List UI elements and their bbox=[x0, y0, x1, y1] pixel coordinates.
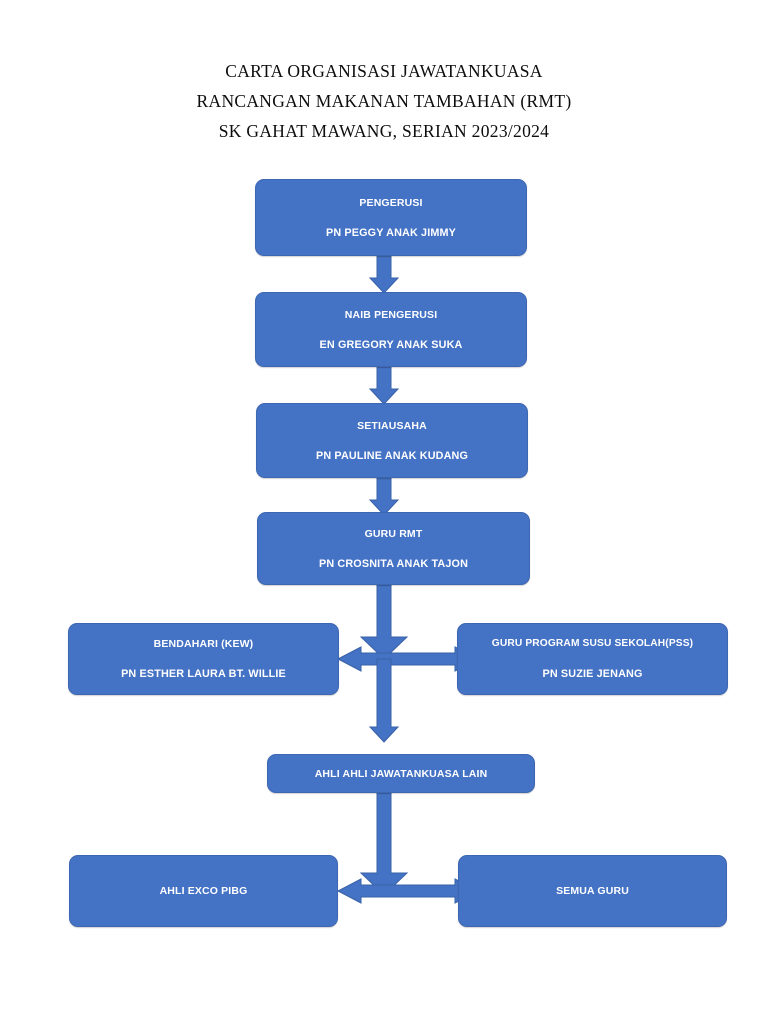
node-setiausaha-role: SETIAUSAHA bbox=[357, 419, 427, 432]
arrow-guru-rmt-to-committee-row bbox=[359, 584, 409, 660]
node-setiausaha-person: PN PAULINE ANAK KUDANG bbox=[315, 449, 469, 462]
node-naib-pengerusi[interactable]: NAIB PENGERUSI EN GREGORY ANAK SUKA bbox=[255, 292, 527, 367]
node-guru-rmt[interactable]: GURU RMT PN CROSNITA ANAK TAJON bbox=[257, 512, 530, 585]
arrow-setiausaha-to-guru-rmt bbox=[368, 477, 400, 516]
node-pengerusi[interactable]: PENGERUSI PN PEGGY ANAK JIMMY bbox=[255, 179, 527, 256]
title-line-1: CARTA ORGANISASI JAWATANKUASA bbox=[225, 61, 543, 81]
node-ahli-exco-pibg-role: AHLI EXCO PIBG bbox=[159, 885, 248, 897]
node-bendahari[interactable]: BENDAHARI (KEW) PN ESTHER LAURA BT. WILL… bbox=[68, 623, 339, 695]
title-line-3: SK GAHAT MAWANG, SERIAN 2023/2024 bbox=[218, 121, 550, 141]
node-guru-rmt-role: GURU RMT bbox=[364, 527, 423, 540]
arrow-ahli-lain-to-bottom-row bbox=[359, 792, 409, 896]
node-ahli-lain-role: AHLI AHLI JAWATANKUASA LAIN bbox=[314, 767, 488, 780]
node-pengerusi-person: PN PEGGY ANAK JIMMY bbox=[325, 226, 457, 239]
node-guru-pss[interactable]: GURU PROGRAM SUSU SEKOLAH(PSS) PN SUZIE … bbox=[457, 623, 728, 695]
node-bendahari-role: BENDAHARI (KEW) bbox=[153, 638, 254, 650]
node-guru-rmt-person: PN CROSNITA ANAK TAJON bbox=[318, 557, 469, 570]
title-line-2: RANCANGAN MAKANAN TAMBAHAN (RMT) bbox=[196, 91, 572, 111]
arrow-naib-pengerusi-to-setiausaha bbox=[368, 366, 400, 405]
node-guru-pss-person: PN SUZIE JENANG bbox=[542, 668, 643, 680]
node-ahli-lain[interactable]: AHLI AHLI JAWATANKUASA LAIN bbox=[267, 754, 535, 793]
node-ahli-exco-pibg[interactable]: AHLI EXCO PIBG bbox=[69, 855, 338, 927]
arrow-committee-row-to-ahli-lain bbox=[368, 658, 400, 743]
node-naib-pengerusi-person: EN GREGORY ANAK SUKA bbox=[319, 338, 463, 351]
node-naib-pengerusi-role: NAIB PENGERUSI bbox=[344, 308, 438, 321]
node-bendahari-person: PN ESTHER LAURA BT. WILLIE bbox=[121, 668, 286, 680]
node-pengerusi-role: PENGERUSI bbox=[359, 196, 423, 209]
arrow-pengerusi-to-naib-pengerusi bbox=[368, 255, 400, 294]
node-setiausaha[interactable]: SETIAUSAHA PN PAULINE ANAK KUDANG bbox=[256, 403, 528, 478]
node-guru-pss-role: GURU PROGRAM SUSU SEKOLAH(PSS) bbox=[491, 638, 694, 649]
chart-title: CARTA ORGANISASI JAWATANKUASA RANCANGAN … bbox=[0, 56, 768, 146]
node-semua-guru[interactable]: SEMUA GURU bbox=[458, 855, 727, 927]
node-semua-guru-role: SEMUA GURU bbox=[556, 885, 629, 897]
arrow-ahli-exco-pibg-to-semua-guru bbox=[336, 878, 480, 904]
